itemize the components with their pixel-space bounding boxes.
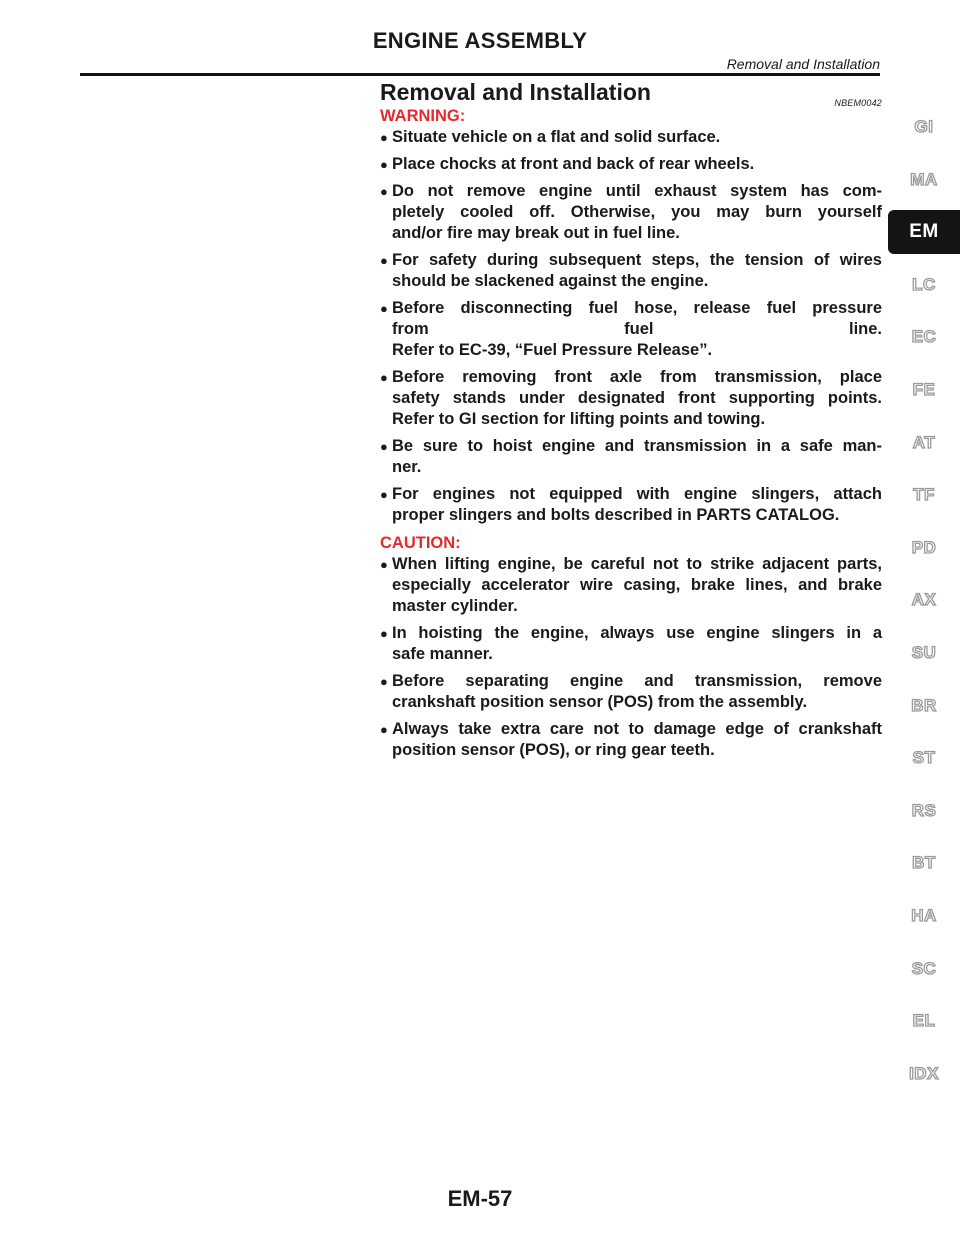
header-divider (80, 73, 880, 76)
bullet-icon: ● (380, 674, 388, 689)
bullet-icon: ● (380, 253, 388, 268)
text-line: Refer to EC-39, “Fuel Pressure Release”. (392, 341, 713, 359)
warning-item: ● Be sure to hoist engine and transmissio… (380, 436, 882, 478)
tab-ec[interactable]: EC (911, 327, 937, 347)
bullet-icon: ● (380, 557, 388, 572)
text-line: proper slingers and bolts described in P… (392, 506, 840, 524)
caution-list: ● When lifting engine, be careful not to … (380, 554, 882, 761)
warning-item-text: Before disconnecting fuel hose, release … (392, 298, 882, 361)
text-line: crankshaft position sensor (POS) from th… (392, 693, 808, 711)
caution-item-text: Before separating engine and transmissio… (392, 671, 882, 713)
tab-em[interactable]: EM (888, 210, 960, 255)
tab-at[interactable]: AT (912, 432, 936, 452)
warning-label: WARNING: (380, 107, 466, 125)
tab-gi[interactable]: GI (914, 116, 934, 136)
text-line: from fuel line. (392, 320, 882, 338)
tab-el[interactable]: EL (912, 1011, 936, 1031)
bullet-icon: ● (380, 370, 388, 385)
tab-ax[interactable]: AX (911, 590, 937, 610)
text-line: Do not remove engine until exhaust syste… (392, 182, 882, 200)
text-line: Place chocks at front and back of rear w… (392, 155, 755, 173)
text-line: Always take extra care not to damage edg… (392, 720, 882, 738)
warning-item: ● For safety during subsequent steps, the… (380, 250, 882, 292)
bullet-icon: ● (380, 157, 388, 172)
tab-rs[interactable]: RS (911, 800, 937, 820)
warning-list: ● Situate vehicle on a flat and solid sur… (380, 127, 882, 526)
warning-item-text: Do not remove engine until exhaust syste… (392, 181, 882, 244)
tab-su[interactable]: SU (911, 642, 937, 662)
caution-label: CAUTION: (380, 534, 461, 552)
text-line: Situate vehicle on a flat and solid surf… (392, 128, 721, 146)
tab-st[interactable]: ST (912, 748, 936, 768)
warning-item-text: Be sure to hoist engine and transmission… (392, 436, 882, 478)
caution-item: ● In hoisting the engine, always use engi… (380, 623, 882, 665)
caution-item: ● Before separating engine and transmissi… (380, 671, 882, 713)
text-line: should be slackened against the engine. (392, 272, 709, 290)
text-line: position sensor (POS), or ring gear teet… (392, 741, 715, 759)
warning-item-text: For safety during subsequent steps, the … (392, 250, 882, 292)
tab-fe[interactable]: FE (912, 379, 936, 399)
section-header: Removal and Installation NBEM0042 (380, 79, 882, 108)
warning-item-text: Before removing front axle from transmis… (392, 367, 882, 430)
bullet-icon: ● (380, 130, 388, 145)
text-line: When lifting engine, be careful not to s… (392, 555, 882, 573)
warning-item: ● Situate vehicle on a flat and solid sur… (380, 127, 882, 148)
text-line: especially accelerator wire casing, brak… (392, 576, 882, 594)
warning-item: ● Before disconnecting fuel hose, release… (380, 298, 882, 361)
text-line: For safety during subsequent steps, the … (392, 251, 882, 269)
tab-idx[interactable]: IDX (908, 1063, 939, 1083)
tab-bt[interactable]: BT (912, 853, 936, 873)
text-line: Be sure to hoist engine and transmission… (392, 437, 882, 455)
text-line: safe manner. (392, 645, 493, 663)
chapter-title: ENGINE ASSEMBLY (372, 28, 588, 53)
warning-item-text: Place chocks at front and back of rear w… (392, 154, 882, 175)
bullet-icon: ● (380, 301, 388, 316)
section-index-tabs: GI MA EM LC EC FE AT TF PD AX SU BR ST RS BT HA SC EL IDX (888, 0, 960, 1242)
chapter-subtitle: Removal and Installation (726, 56, 880, 72)
caution-item: ● When lifting engine, be careful not to … (380, 554, 882, 617)
tab-tf[interactable]: TF (912, 485, 935, 505)
bullet-icon: ● (380, 626, 388, 641)
text-line: master cylinder. (392, 597, 518, 615)
bullet-icon: ● (380, 184, 388, 199)
text-line: Before disconnecting fuel hose, release … (392, 299, 882, 317)
tab-lc[interactable]: LC (912, 274, 936, 294)
warning-item: ● For engines not equipped with engine sl… (380, 484, 882, 526)
section-title: Removal and Installation (380, 79, 651, 105)
text-line: ner. (392, 458, 422, 476)
caution-item-text: In hoisting the engine, always use engin… (392, 623, 882, 665)
warning-item: ● Place chocks at front and back of rear … (380, 154, 882, 175)
caution-item: ● Always take extra care not to damage ed… (380, 719, 882, 761)
caution-item-text: Always take extra care not to damage edg… (392, 719, 882, 761)
bullet-icon: ● (380, 487, 388, 502)
tab-pd[interactable]: PD (911, 537, 937, 557)
warning-item: ● Before removing front axle from transmi… (380, 367, 882, 430)
caution-item-text: When lifting engine, be careful not to s… (392, 554, 882, 617)
text-line: Refer to GI section for lifting points a… (392, 410, 766, 428)
text-line: and/or fire may break out in fuel line. (392, 224, 680, 242)
main-content: Removal and Installation NBEM0042 WARNIN… (380, 79, 882, 767)
warning-item: ● Do not remove engine until exhaust syst… (380, 181, 882, 244)
tab-ha[interactable]: HA (911, 905, 937, 925)
text-line: In hoisting the engine, always use engin… (392, 624, 882, 642)
warning-item-text: Situate vehicle on a flat and solid surf… (392, 127, 882, 148)
tab-br[interactable]: BR (911, 695, 937, 715)
text-line: safety stands under designated front sup… (392, 389, 882, 407)
tab-ma[interactable]: MA (910, 169, 938, 189)
page-number: EM-57 (447, 1186, 513, 1211)
tab-sc[interactable]: SC (911, 958, 937, 978)
section-code: NBEM0042 (834, 98, 882, 108)
bullet-icon: ● (380, 439, 388, 454)
bullet-icon: ● (380, 722, 388, 737)
text-line: Before separating engine and transmissio… (392, 672, 882, 690)
text-line: For engines not equipped with engine sli… (392, 485, 882, 503)
warning-item-text: For engines not equipped with engine sli… (392, 484, 882, 526)
text-line: Before removing front axle from transmis… (392, 368, 882, 386)
text-line: pletely cooled off. Otherwise, you may b… (392, 203, 882, 221)
